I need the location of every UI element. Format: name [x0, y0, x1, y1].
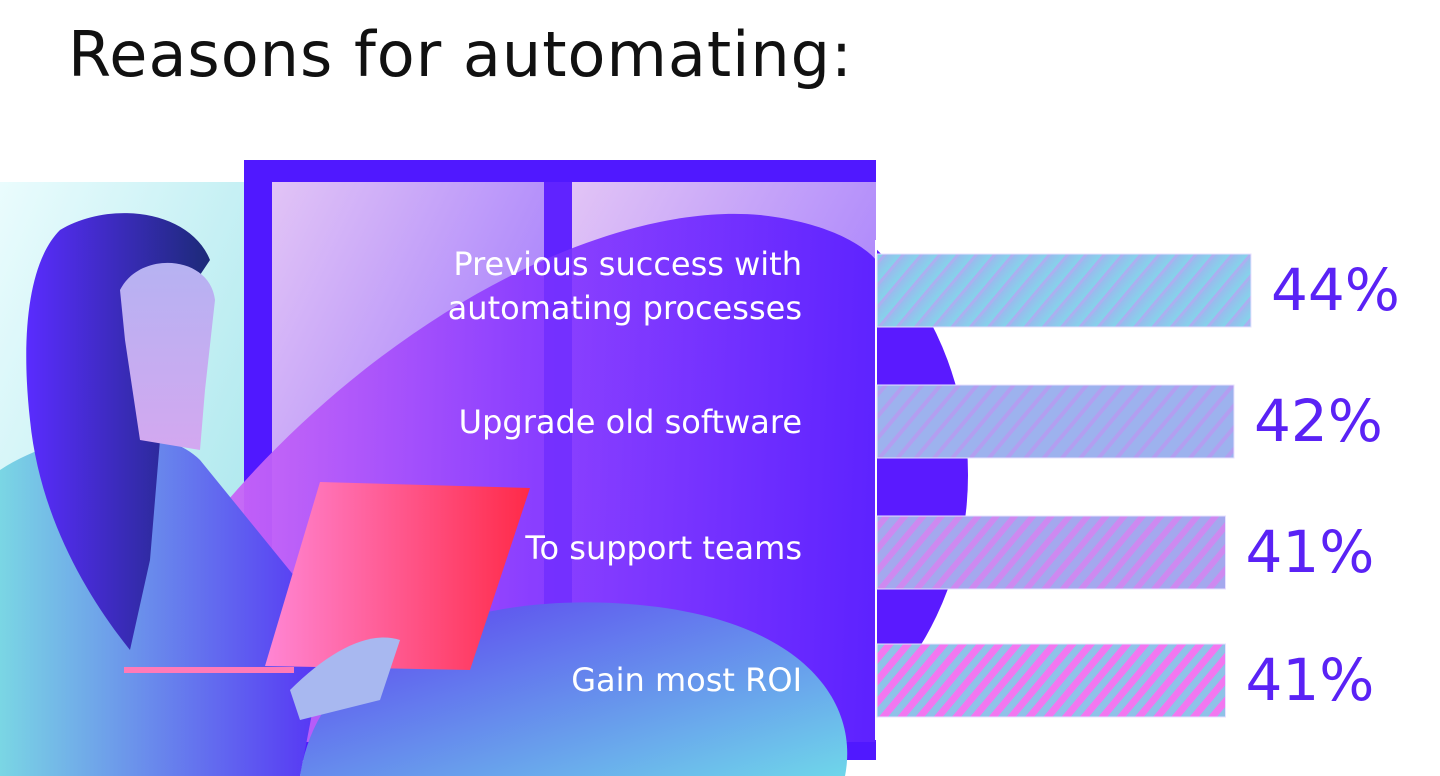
category-label: To support teams: [525, 529, 802, 567]
category-label: Upgrade old software: [458, 403, 802, 441]
bar: [876, 384, 1235, 459]
data-label: 41%: [1245, 518, 1375, 586]
category-label: Previous success with automating process…: [448, 242, 802, 330]
category-label: Gain most ROI: [571, 661, 802, 699]
data-label: 42%: [1254, 387, 1383, 455]
data-label: 44%: [1271, 256, 1400, 324]
bar: [876, 253, 1252, 328]
bar: [876, 643, 1226, 718]
label-line: automating processes: [447, 289, 802, 327]
bar: [876, 515, 1226, 590]
data-label: 41%: [1245, 646, 1375, 714]
label-line: Previous success with: [453, 245, 802, 283]
chart-title: Reasons for automating:: [68, 18, 853, 91]
